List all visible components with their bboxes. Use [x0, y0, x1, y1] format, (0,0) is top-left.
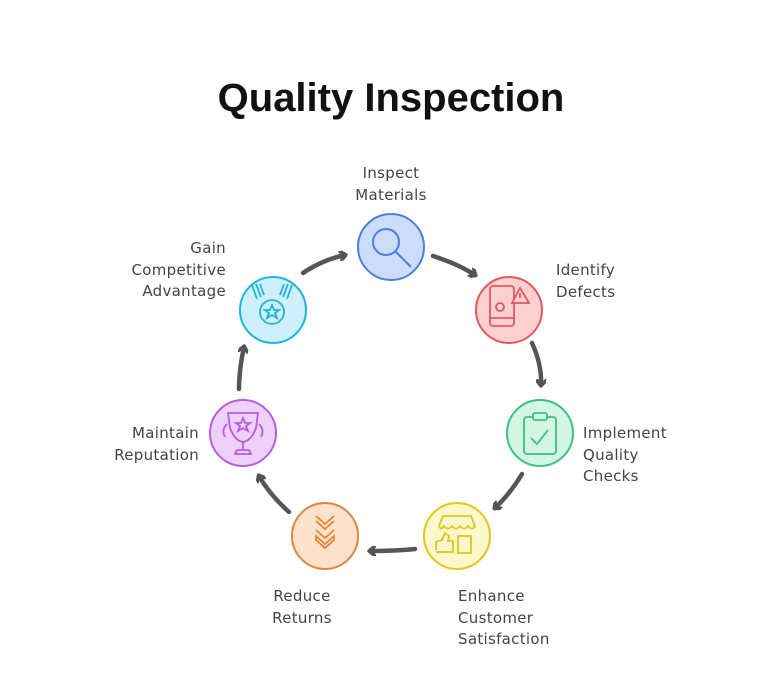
label-line: Enhance: [458, 587, 525, 605]
label-maintain-reputation: Maintain Reputation: [114, 423, 199, 466]
arrow-1: [430, 253, 475, 275]
step-identify-defects: [475, 276, 543, 344]
label-line: Reduce: [273, 587, 331, 605]
arrow-5: [259, 476, 292, 515]
label-line: Materials: [355, 185, 427, 204]
label-reduce-returns: Reduce Returns: [272, 586, 332, 629]
step-reduce-returns: [291, 502, 359, 570]
label-line: Gain: [190, 239, 226, 257]
label-line: Quality: [583, 445, 639, 464]
medal-icon: [251, 283, 293, 325]
diagram-title: Quality Inspection: [217, 76, 565, 120]
label-line: Defects: [556, 282, 616, 301]
arrow-7: [300, 255, 345, 276]
label-line: Returns: [272, 608, 332, 627]
label-inspect-materials: Inspect Materials: [355, 163, 426, 206]
label-line: Reputation: [114, 445, 199, 464]
arrow-6: [236, 347, 244, 392]
label-line: Checks: [583, 467, 639, 485]
label-line: Maintain: [132, 424, 199, 442]
trophy-icon: [222, 412, 264, 455]
label-implement-quality-checks: Implement Quality Checks: [583, 423, 667, 488]
label-line: Advantage: [142, 282, 226, 300]
step-gain-competitive-advantage: [239, 276, 307, 344]
chevrons-down-icon: [315, 515, 335, 550]
magnifier-icon: [372, 228, 412, 268]
label-line: Satisfaction: [458, 630, 550, 648]
label-line: Customer: [458, 608, 534, 627]
arrow-4: [370, 549, 418, 551]
store-thumbs-up-icon: [435, 515, 477, 554]
label-line: Inspect: [362, 164, 420, 182]
step-implement-quality-checks: [506, 399, 574, 467]
label-line: Implement: [583, 424, 667, 442]
label-line: Identify: [556, 261, 616, 279]
step-enhance-customer-satisfaction: [423, 502, 491, 570]
step-maintain-reputation: [209, 399, 277, 467]
label-identify-defects: Identify Defects: [556, 260, 615, 303]
label-gain-competitive-advantage: Gain Competitive Advantage: [131, 238, 226, 303]
phone-bug-warning-icon: [489, 285, 531, 327]
step-inspect-materials: [357, 213, 425, 281]
clipboard-check-icon: [523, 412, 557, 455]
label-line: Competitive: [131, 260, 226, 279]
arrow-3: [495, 471, 525, 508]
arrow-2: [529, 340, 541, 385]
label-enhance-customer-satisfaction: Enhance Customer Satisfaction: [458, 586, 550, 651]
